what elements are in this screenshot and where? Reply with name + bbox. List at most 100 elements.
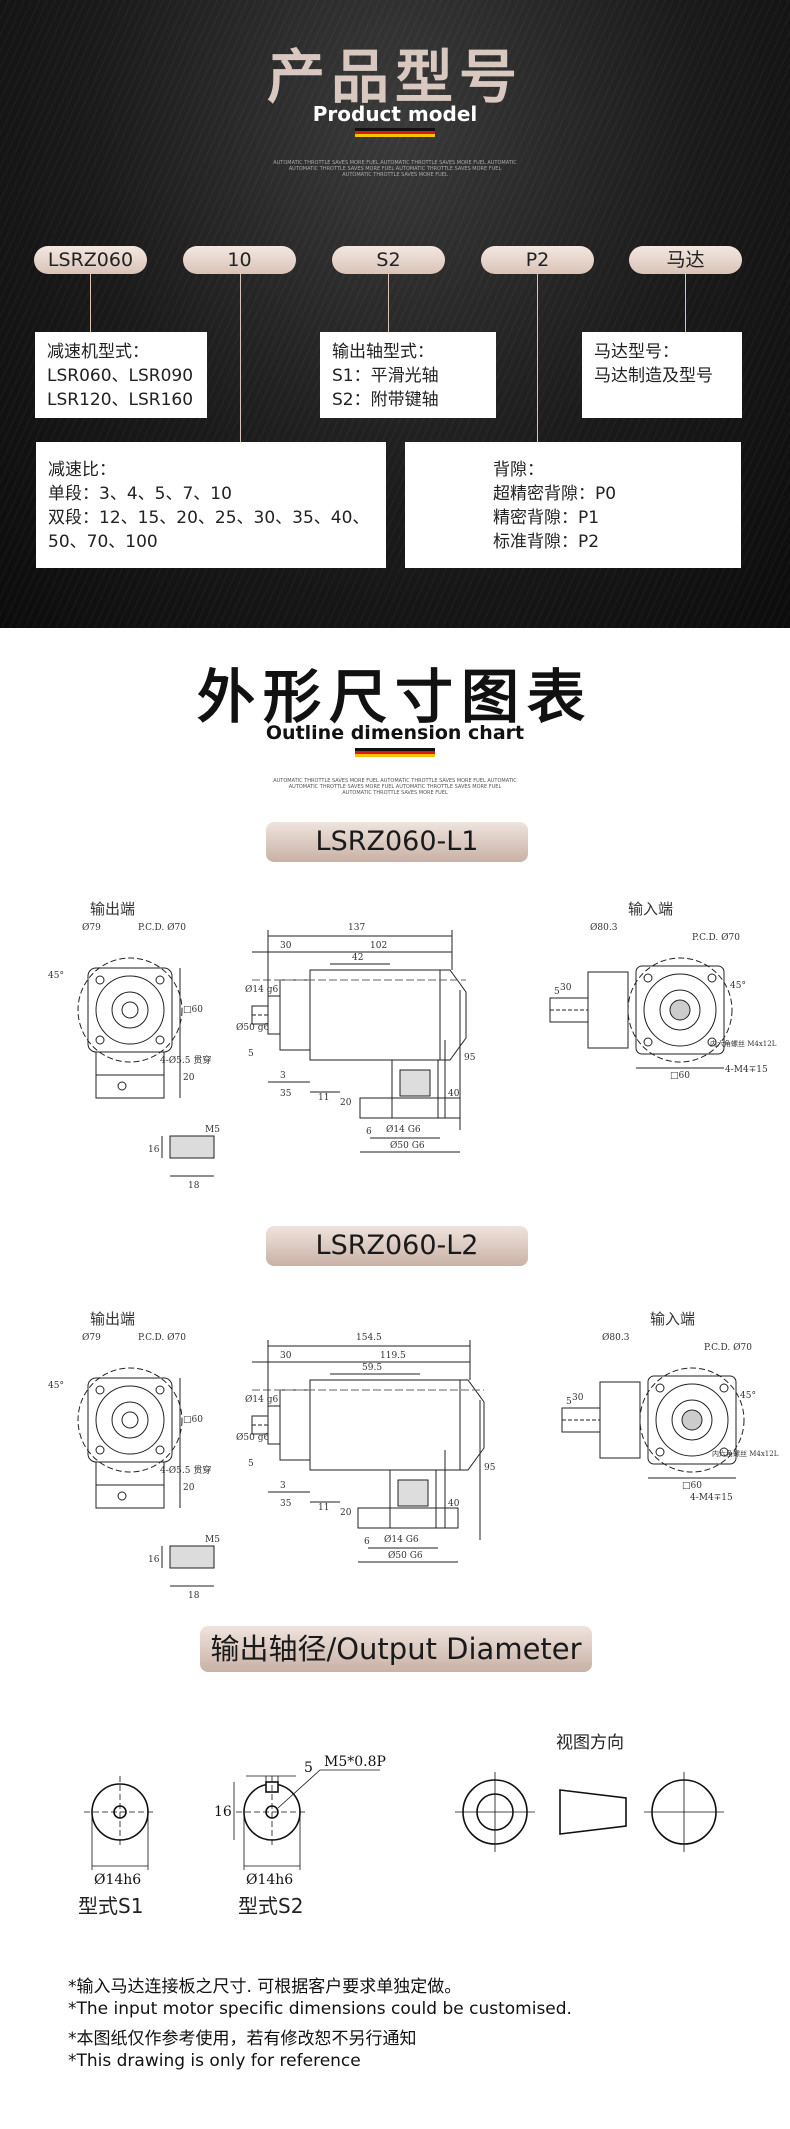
svg-text:M5: M5 (205, 1125, 220, 1135)
connector-line (90, 274, 91, 332)
svg-text:Ø14 g6: Ø14 g6 (245, 1394, 278, 1405)
svg-text:Ø14 G6: Ø14 G6 (384, 1534, 419, 1545)
outline-title: 外形尺寸图表 (196, 663, 593, 731)
svg-text:Ø50 g6: Ø50 g6 (236, 1432, 269, 1443)
svg-text:4-M4∓15: 4-M4∓15 (725, 1065, 768, 1075)
svg-text:6: 6 (364, 1537, 370, 1547)
svg-text:Ø14 G6: Ø14 G6 (386, 1124, 421, 1135)
backlash-box: 背隙： 超精密背隙：P0 精密背隙：P1 标准背隙：P2 (405, 442, 741, 568)
svg-text:5: 5 (554, 987, 560, 997)
svg-text:30: 30 (560, 983, 572, 993)
svg-text:45°: 45° (730, 981, 746, 991)
svg-text:□60: □60 (183, 1415, 203, 1425)
svg-text:11: 11 (318, 1503, 329, 1513)
svg-text:45°: 45° (48, 971, 64, 981)
svg-text:3: 3 (280, 1481, 286, 1491)
note-1-cn: *输入马达连接板之尺寸. 可根据客户要求单独定做。 (68, 1977, 462, 1997)
svg-text:35: 35 (280, 1089, 292, 1099)
drawing-l2-title: LSRZ060-L2 (266, 1226, 528, 1266)
svg-text:16: 16 (148, 1555, 160, 1565)
motor-box: 马达型号： 马达制造及型号 (582, 332, 742, 418)
pcd-circle (77, 957, 183, 1063)
tiny-text: AUTOMATIC THROTTLE SAVES MORE FUEL AUTOM… (273, 160, 517, 178)
svg-text:内六角螺丝 M4x12L: 内六角螺丝 M4x12L (712, 1449, 779, 1458)
svg-text:18: 18 (188, 1181, 200, 1191)
tiny-text: AUTOMATIC THROTTLE SAVES MORE FUEL AUTOM… (273, 778, 517, 796)
svg-text:40: 40 (448, 1499, 460, 1509)
svg-text:4-Ø5.5 贯穿: 4-Ø5.5 贯穿 (160, 1054, 211, 1066)
connector-line (388, 274, 389, 332)
svg-text:42: 42 (352, 953, 363, 963)
svg-text:Ø50 G6: Ø50 G6 (388, 1550, 423, 1561)
svg-text:16: 16 (148, 1145, 160, 1155)
svg-text:Ø80.3: Ø80.3 (602, 1332, 630, 1343)
svg-text:P.C.D. Ø70: P.C.D. Ø70 (138, 1332, 186, 1343)
note-1-en: *The input motor specific dimensions cou… (68, 1999, 572, 2019)
svg-text:Ø80.3: Ø80.3 (590, 922, 618, 933)
svg-text:□60: □60 (682, 1481, 702, 1491)
flag-stripe (355, 128, 435, 137)
output-diameter-drawing: Ø14h6 Ø14h6 5 M5*0.8P 16 (84, 1754, 724, 1888)
product-model-subtitle: Product model (312, 102, 478, 126)
drawing-l2: Ø79 P.C.D. Ø70 45° □60 4-Ø5.5 贯穿 20 154.… (48, 1332, 779, 1601)
svg-text:95: 95 (464, 1053, 476, 1063)
svg-text:59.5: 59.5 (362, 1363, 382, 1373)
svg-text:40: 40 (448, 1089, 460, 1099)
code-segment-motor: 马达 (629, 246, 742, 274)
svg-text:Ø14h6: Ø14h6 (246, 1872, 293, 1888)
flag-stripe (355, 748, 435, 757)
svg-text:18: 18 (188, 1591, 200, 1601)
svg-text:5: 5 (566, 1397, 572, 1407)
svg-text:P.C.D. Ø70: P.C.D. Ø70 (704, 1342, 752, 1353)
product-model-section: 产品型号 Product model AUTOMATIC THROTTLE SA… (0, 0, 790, 628)
svg-text:30: 30 (572, 1393, 584, 1403)
svg-text:内六角螺丝 M4x12L: 内六角螺丝 M4x12L (710, 1039, 777, 1048)
svg-text:16: 16 (214, 1804, 232, 1820)
svg-text:20: 20 (183, 1073, 195, 1083)
input-end-label: 输入端 (650, 1310, 696, 1328)
svg-text:30: 30 (280, 1351, 292, 1361)
svg-text:5: 5 (248, 1459, 254, 1469)
output-end-label: 输出端 (90, 900, 136, 918)
connector-line (537, 274, 538, 442)
svg-text:20: 20 (183, 1483, 195, 1493)
svg-text:3: 3 (280, 1071, 286, 1081)
svg-text:Ø50 g6: Ø50 g6 (236, 1022, 269, 1033)
note-2-en: *This drawing is only for reference (68, 2051, 361, 2071)
svg-text:P.C.D. Ø70: P.C.D. Ø70 (692, 932, 740, 943)
svg-text:6: 6 (366, 1127, 372, 1137)
svg-text:5: 5 (248, 1049, 254, 1059)
svg-text:Ø14 g6: Ø14 g6 (245, 984, 278, 995)
svg-text:4-M4∓15: 4-M4∓15 (690, 1493, 733, 1503)
svg-text:M5: M5 (205, 1535, 220, 1545)
svg-text:4-Ø5.5 贯穿: 4-Ø5.5 贯穿 (160, 1464, 211, 1476)
drawing-l1: Ø79 P.C.D. Ø70 45° □60 4-Ø5.5 贯穿 20 137 … (48, 922, 777, 1191)
svg-text:95: 95 (484, 1463, 496, 1473)
svg-text:□60: □60 (183, 1005, 203, 1015)
code-segment-shaft: S2 (332, 246, 445, 274)
svg-text:M5*0.8P: M5*0.8P (324, 1754, 386, 1770)
code-segment-backlash: P2 (481, 246, 594, 274)
input-end-label: 输入端 (628, 900, 674, 918)
code-segment-ratio: 10 (183, 246, 296, 274)
svg-text:102: 102 (370, 941, 387, 951)
output-end-label: 输出端 (90, 1310, 136, 1328)
product-model-title: 产品型号 (266, 43, 523, 111)
shaft-s1-label: 型式S1 (78, 1894, 144, 1918)
svg-text:20: 20 (340, 1508, 352, 1518)
outline-subtitle: Outline dimension chart (265, 722, 525, 744)
reducer-type-box: 减速机型式： LSR060、LSR090 LSR120、LSR160 (35, 332, 207, 418)
svg-text:35: 35 (280, 1499, 292, 1509)
svg-text:P.C.D. Ø70: P.C.D. Ø70 (138, 922, 186, 933)
svg-text:119.5: 119.5 (380, 1351, 406, 1361)
svg-text:□60: □60 (670, 1071, 690, 1081)
view-direction-label: 视图方向 (556, 1733, 624, 1753)
shaft-s2-label: 型式S2 (238, 1894, 304, 1918)
flange-square (87, 967, 173, 1053)
svg-text:Ø14h6: Ø14h6 (94, 1872, 141, 1888)
svg-text:11: 11 (318, 1093, 329, 1103)
output-diameter-title: 输出轴径/Output Diameter (200, 1626, 592, 1672)
svg-text:20: 20 (340, 1098, 352, 1108)
svg-text:5: 5 (304, 1760, 313, 1776)
ratio-box: 减速比： 单段：3、4、5、7、10 双段：12、15、20、25、30、35、… (36, 442, 386, 568)
